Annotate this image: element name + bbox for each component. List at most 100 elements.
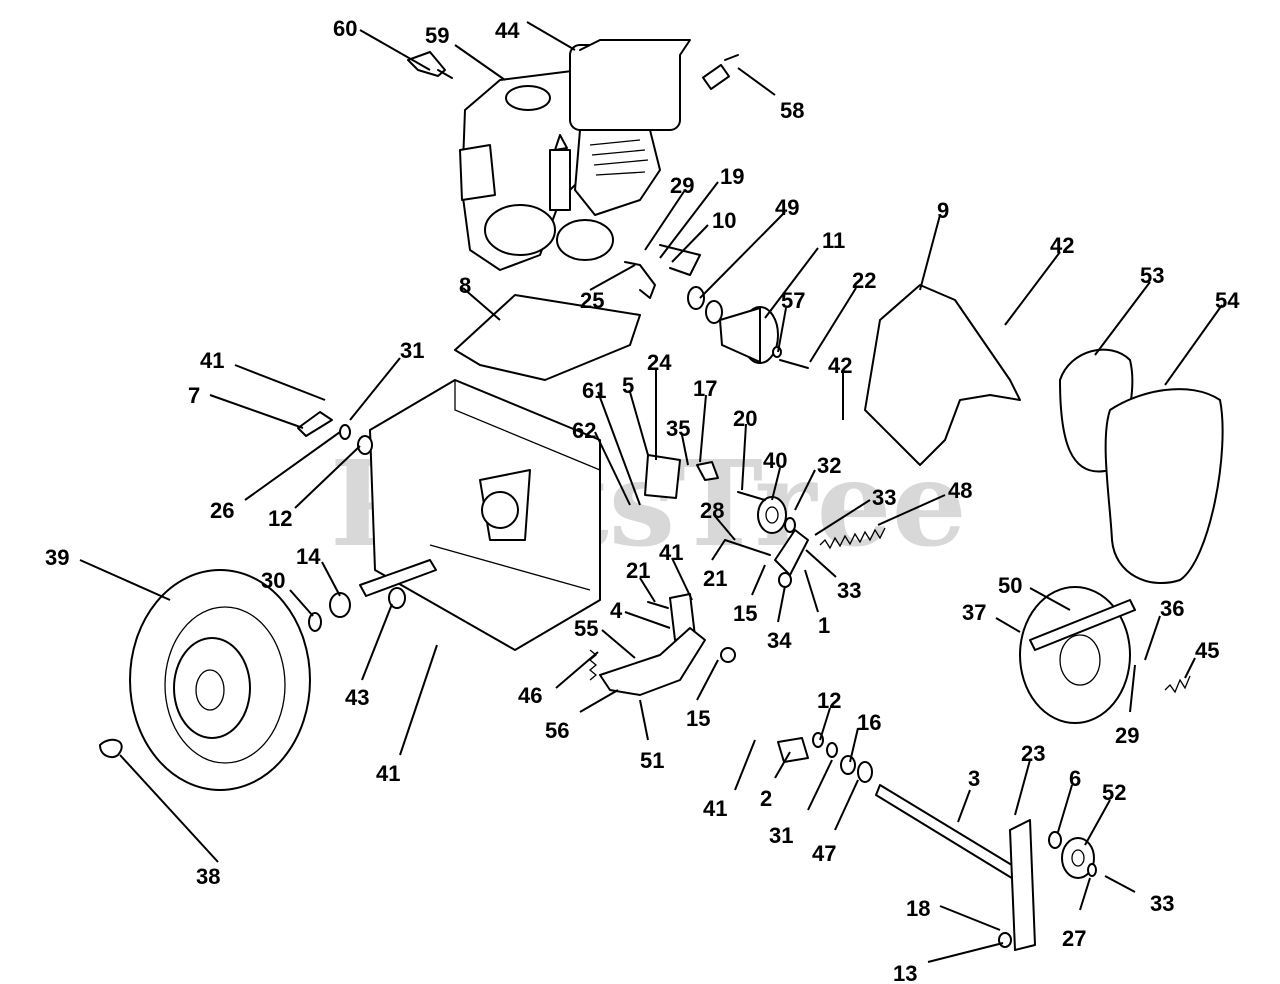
leader-line-48	[877, 494, 946, 526]
part-49-washer-a	[687, 286, 705, 310]
callout-label-46: 46	[518, 683, 542, 708]
axle-shaft	[359, 559, 437, 597]
part-31-washer	[826, 742, 838, 758]
callout-label-45: 45	[1195, 638, 1219, 663]
leader-line-22	[809, 287, 857, 363]
leader-line-55	[601, 629, 636, 659]
leader-line-50	[1029, 587, 1071, 611]
part-28-bolt	[724, 539, 771, 556]
part-51-bracket	[599, 627, 706, 696]
leader-line-59	[454, 44, 506, 81]
part-22-bolt	[779, 359, 809, 369]
callout-label-12: 12	[817, 688, 841, 713]
callout-label-18: 18	[906, 896, 930, 921]
leader-line-62	[594, 431, 631, 506]
callout-label-41: 41	[659, 540, 683, 565]
part-15-nut	[720, 647, 736, 663]
callout-label-16: 16	[857, 710, 881, 735]
callout-label-5: 5	[622, 373, 634, 398]
callout-label-49: 49	[775, 195, 799, 220]
callout-label-28: 28	[700, 498, 724, 523]
leader-line-20	[741, 423, 747, 491]
callout-label-25: 25	[580, 288, 604, 313]
callout-label-31: 31	[769, 823, 793, 848]
leader-line-10	[671, 224, 709, 263]
leader-line-26	[244, 431, 341, 501]
callout-label-41: 41	[200, 348, 224, 373]
leader-line-45	[1184, 657, 1196, 679]
callout-label-26: 26	[210, 498, 234, 523]
chassis-frame	[369, 379, 601, 651]
leader-line-41	[734, 739, 756, 791]
leader-line-15	[751, 564, 766, 596]
leader-line-12	[294, 445, 361, 509]
leader-line-29	[1129, 664, 1136, 713]
part-6-bushing	[1048, 831, 1062, 849]
callout-label-12: 12	[268, 506, 292, 531]
callout-label-20: 20	[733, 406, 757, 431]
callout-label-17: 17	[693, 376, 717, 401]
callout-label-48: 48	[948, 478, 972, 503]
leader-line-35	[681, 434, 689, 466]
part-39-wheel	[129, 569, 311, 791]
callout-label-41: 41	[703, 796, 727, 821]
leader-line-6	[1057, 784, 1073, 833]
leader-line-58	[737, 67, 776, 96]
leader-line-7	[209, 394, 304, 429]
part-60-knob	[407, 51, 453, 79]
leader-line-30	[289, 589, 314, 617]
part-34-nut	[778, 572, 792, 588]
leader-line-27	[1079, 877, 1091, 911]
leader-line-41	[671, 557, 693, 601]
callout-label-29: 29	[670, 173, 694, 198]
part-10-bracket	[659, 244, 701, 276]
leader-line-54	[1164, 304, 1223, 386]
callout-label-44: 44	[495, 18, 520, 43]
leader-line-3	[957, 789, 971, 823]
callout-label-22: 22	[852, 268, 876, 293]
leader-line-56	[579, 689, 619, 713]
callout-label-38: 38	[196, 864, 220, 889]
part-12-bushing	[357, 435, 373, 455]
callout-label-19: 19	[720, 164, 744, 189]
leader-line-32	[794, 469, 816, 511]
callout-label-1: 1	[818, 613, 830, 638]
callout-label-33: 33	[837, 578, 861, 603]
callout-label-33: 33	[872, 485, 896, 510]
leader-line-51	[639, 699, 649, 741]
callout-label-39: 39	[45, 545, 69, 570]
callout-label-29: 29	[1115, 723, 1139, 748]
callout-label-21: 21	[626, 558, 650, 583]
leader-line-38	[119, 754, 219, 863]
leader-line-61	[597, 391, 641, 506]
part-45-spring	[1164, 675, 1191, 694]
callout-label-51: 51	[640, 748, 664, 773]
part-14-bushing	[329, 592, 351, 618]
callout-label-52: 52	[1102, 780, 1126, 805]
callout-label-61: 61	[582, 378, 606, 403]
part-1-idler-arm	[774, 529, 809, 576]
part-21-pin	[647, 601, 669, 609]
part-58-spark-plug	[701, 54, 739, 91]
callout-label-56: 56	[545, 718, 569, 743]
part-20-bolt	[737, 491, 766, 501]
callout-label-55: 55	[574, 616, 598, 641]
leader-line-29	[644, 189, 686, 251]
leader-line-57	[777, 307, 787, 353]
leader-line-9	[919, 214, 941, 291]
part-3-shaft	[875, 784, 1021, 881]
part-9-belt-cover	[864, 284, 1021, 466]
part-17-clip	[696, 461, 719, 481]
leader-line-42	[1004, 251, 1061, 326]
callout-label-7: 7	[188, 383, 200, 408]
callout-label-9: 9	[937, 198, 949, 223]
callout-label-60: 60	[333, 16, 357, 41]
part-32-washer	[784, 517, 796, 533]
leader-line-52	[1084, 799, 1111, 846]
callout-label-3: 3	[968, 766, 980, 791]
leader-line-14	[321, 561, 341, 597]
part-16-bushing	[840, 755, 856, 775]
callout-label-34: 34	[767, 628, 792, 653]
part-19-arm	[624, 261, 656, 299]
